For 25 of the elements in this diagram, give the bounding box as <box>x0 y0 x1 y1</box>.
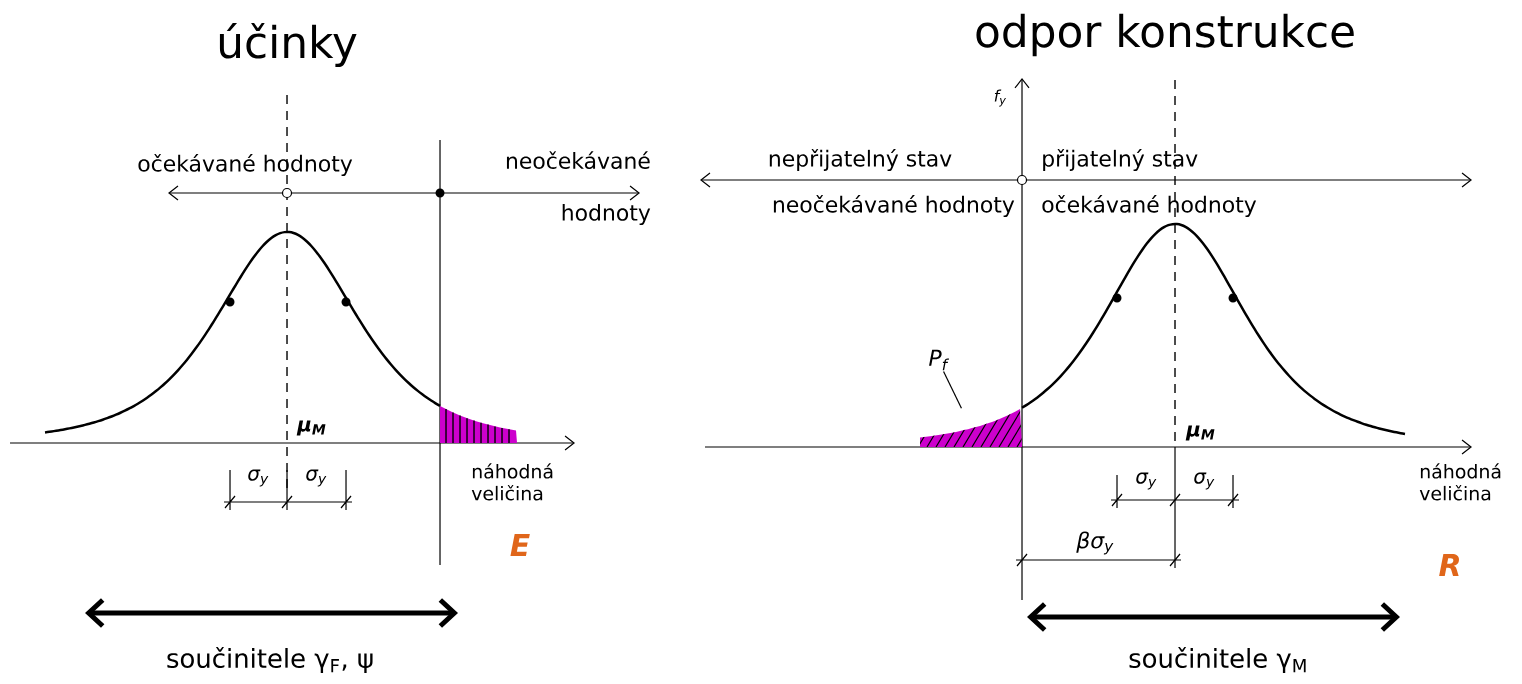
variable-letter: E <box>510 534 530 556</box>
shaded-area <box>920 409 1022 447</box>
symbol-label: μ$_{M}$ <box>296 420 326 436</box>
leader-line <box>942 370 963 409</box>
region-label: přijatelný stav <box>1043 148 1198 172</box>
symbol-label: μ$_{M}$ <box>1185 425 1215 441</box>
dimension-label: σ$_{y}$ <box>1136 472 1157 490</box>
axis-label: náhodná veličina <box>471 463 553 501</box>
region-label: očekávané hodnoty <box>138 153 353 177</box>
dimension-label: σ$_{y}$ <box>1194 472 1215 490</box>
dimension-label: σ$_{y}$ <box>306 469 327 487</box>
heading: účinky <box>219 22 357 68</box>
region-label: nepřijatelný stav <box>769 148 952 172</box>
region-label: neočekávané hodnoty <box>506 151 651 226</box>
symbol-label: P$_{f}$ <box>929 349 949 371</box>
factor-label: součinitele γ$_{M}$ <box>1129 646 1306 674</box>
axis-label: náhodná veličina <box>1419 463 1501 501</box>
dimension-label: βσ$_{y}$ <box>1076 531 1114 555</box>
heading: odpor konstrukce <box>976 13 1354 57</box>
region-label: neočekávané hodnoty <box>773 194 1015 218</box>
variable-letter: R <box>1439 554 1459 576</box>
dimension-label: σ$_{y}$ <box>248 469 269 487</box>
factor-label: součinitele γ$_{F}$, ψ <box>167 646 373 674</box>
axis-label: f$_{y}$ <box>994 89 1006 107</box>
region-label: očekávané hodnoty <box>1042 194 1257 218</box>
